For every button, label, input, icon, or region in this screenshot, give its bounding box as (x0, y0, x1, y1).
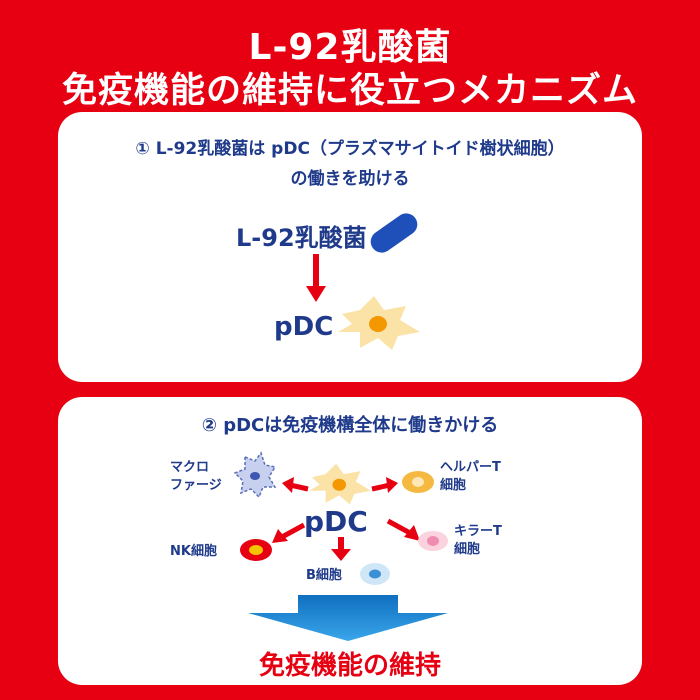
bacteria-label: L-92乳酸菌 (236, 224, 367, 252)
arrow-to-killer-t-icon (386, 518, 420, 541)
center-pdc-label: pDC (304, 505, 368, 538)
macrophage-icon (233, 451, 277, 499)
big-down-arrow-icon (248, 595, 448, 641)
lactic-bacteria-icon (370, 213, 418, 253)
step1-heading-line1: ① L-92乳酸菌は pDC（プラズマサイトイド樹状細胞） (135, 139, 565, 159)
arrow-to-macrophage-icon (282, 477, 309, 493)
helper-t-cell-icon (402, 471, 434, 493)
b-cell-icon (360, 563, 390, 585)
result-label: 免疫機能の維持 (258, 651, 441, 681)
helper-t-label: ヘルパーT 細胞 (440, 460, 501, 493)
step1-heading-line2: の働きを助ける (290, 169, 410, 189)
down-arrow-icon (306, 254, 326, 302)
arrow-to-helper-t-icon (371, 477, 398, 493)
step2-heading: ② pDCは免疫機構全体に働きかける (201, 415, 499, 436)
panel-step-2: ② pDCは免疫機構全体に働きかける マクロ ファージ ヘルパーT 細胞 pDC (58, 397, 642, 685)
pdc-cell-icon (338, 296, 420, 350)
nk-cell-icon (240, 539, 272, 561)
panel-step-1: ① L-92乳酸菌は pDC（プラズマサイトイド樹状細胞） の働きを助ける L-… (58, 112, 642, 382)
arrow-to-b-cell-icon (331, 537, 351, 561)
arrow-to-nk-icon (272, 522, 306, 543)
center-pdc-cell-icon (309, 463, 371, 505)
killer-t-cell-icon (418, 531, 448, 551)
nk-label: NK細胞 (170, 544, 217, 559)
pdc-label: pDC (274, 312, 334, 342)
b-cell-label: B細胞 (306, 568, 342, 583)
main-title: L-92乳酸菌 (248, 27, 452, 68)
macrophage-label: マクロ ファージ (170, 460, 222, 493)
killer-t-label: キラーT 細胞 (454, 524, 502, 557)
main-subtitle: 免疫機能の維持に役立つメカニズム (61, 71, 638, 111)
